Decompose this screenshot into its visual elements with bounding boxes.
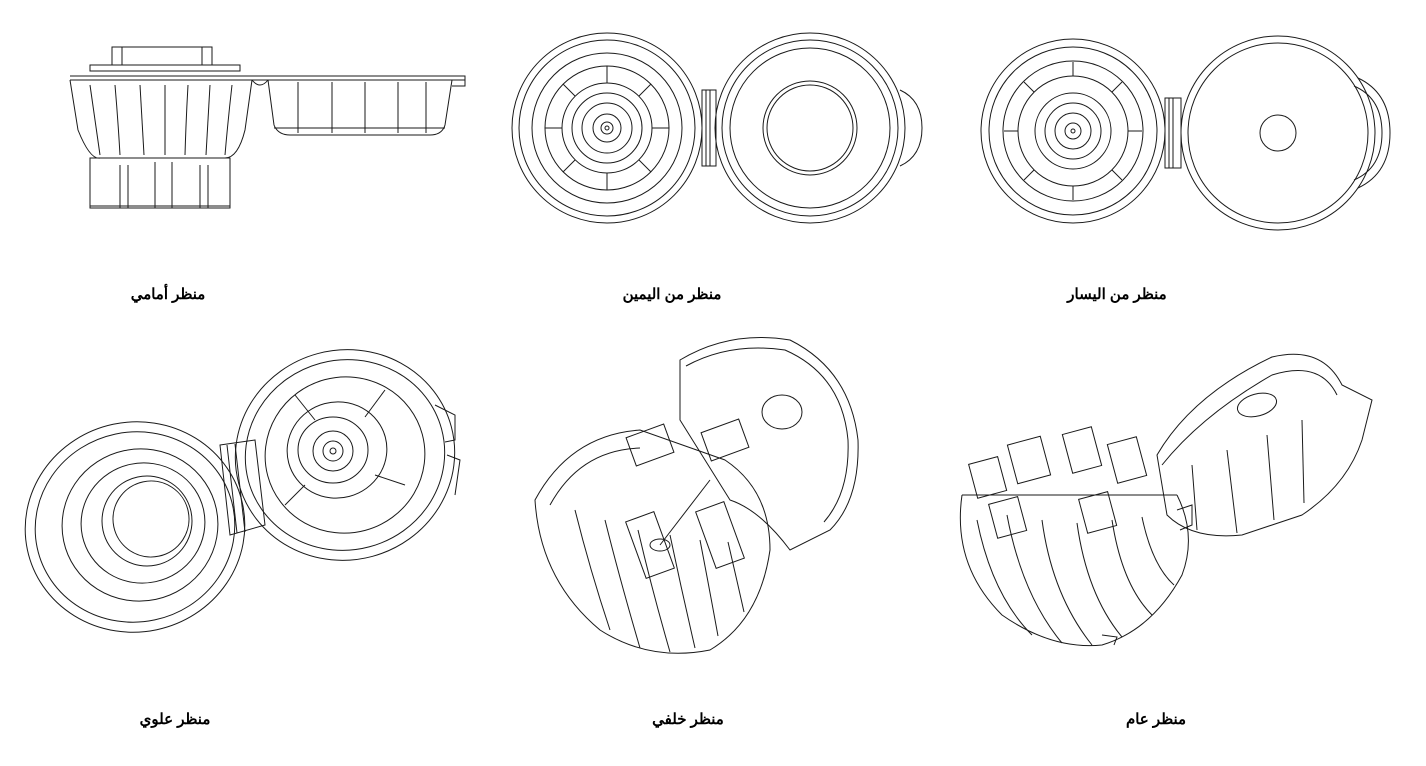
general-view-figure — [952, 345, 1392, 655]
top-view-figure — [15, 345, 475, 645]
general-view-drawing — [952, 345, 1392, 655]
general-view-caption: منظر عام — [1125, 711, 1187, 728]
front-view-caption: منظر أمامي — [130, 286, 206, 303]
back-view-drawing — [530, 330, 870, 660]
back-view-caption: منظر خلفي — [652, 711, 724, 728]
front-view-drawing — [60, 40, 480, 220]
top-view-caption: منظر علوي — [139, 711, 211, 728]
left-view-figure — [978, 38, 1398, 238]
left-view-drawing — [978, 38, 1398, 238]
top-view-drawing — [15, 345, 475, 645]
right-view-caption: منظر من اليمين — [622, 286, 722, 303]
left-view-caption: منظر من اليسار — [1067, 286, 1167, 303]
right-view-figure — [510, 30, 930, 240]
back-view-figure — [530, 330, 870, 660]
right-view-drawing — [510, 30, 930, 240]
front-view-figure — [60, 40, 480, 220]
